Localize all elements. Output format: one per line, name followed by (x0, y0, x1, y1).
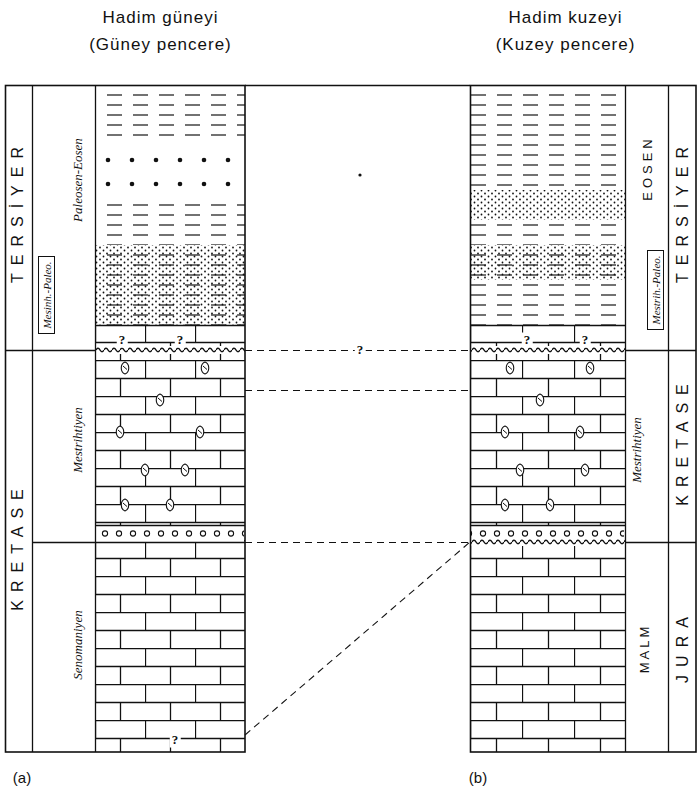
query-mark: ? (175, 333, 186, 348)
query-mark: ? (522, 333, 533, 348)
header-text: Hadim kuzeyi (507, 8, 622, 28)
query-mark: ? (580, 333, 591, 348)
panel-letter: (a) (13, 769, 31, 786)
header-text: (Kuzey pencere) (495, 35, 636, 55)
query-mark: ? (117, 333, 128, 348)
stage-box: Mesinh.-Paleo. (38, 256, 55, 334)
era-label: KRETASE (9, 481, 27, 619)
stage-label: MALM (638, 624, 653, 677)
stage-label: Senomaniyen (71, 610, 86, 679)
query-mark: ? (355, 343, 366, 358)
stage-box-text: Mesinh.-Paleo. (40, 261, 52, 328)
era-label: JURA (674, 609, 692, 691)
stage-label: Mestrihtiyen (71, 407, 86, 473)
stage-box-text: Mestrih.-Paleo. (649, 255, 661, 324)
era-label: KRETASE (674, 376, 692, 514)
stage-label: EOSEN (641, 135, 656, 205)
era-label: TERSİYER (674, 139, 692, 291)
stage-box: Mestrih.-Paleo. (647, 250, 664, 330)
era-label: TERSİYER (9, 139, 27, 291)
stage-label: Paleosen-Eosen (71, 138, 86, 222)
panel-letter: (b) (469, 769, 487, 786)
header-text: Hadim güneyi (102, 8, 219, 28)
stage-label: Mestrihtiyen (630, 417, 645, 483)
header-text: (Güney pencere) (88, 35, 232, 55)
query-mark: ? (170, 733, 181, 748)
